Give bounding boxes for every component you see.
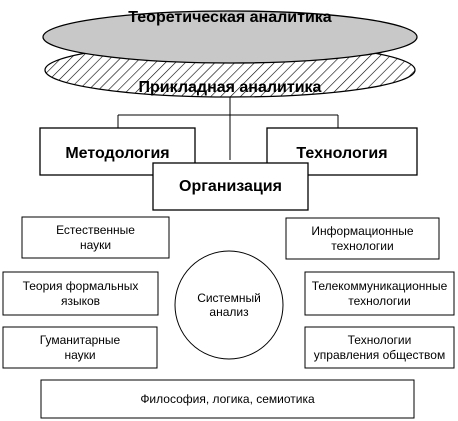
- formal-languages-line-2: языков: [60, 293, 101, 308]
- information-technologies-box: [285, 217, 440, 260]
- formal-languages-box: [2, 271, 159, 316]
- society-management-technologies-box: [304, 326, 455, 369]
- society-management-technologies-label: Технологии управления обществом: [305, 327, 454, 368]
- natural-sciences-line-1: Естественные: [56, 223, 135, 238]
- information-technologies-label: Информационные технологии: [286, 218, 439, 259]
- philosophy-logic-semiotics-label: Философия, логика, семиотика: [140, 391, 315, 406]
- system-analysis-circle: [174, 250, 284, 360]
- telecom-technologies-line-1: Телекоммуникационные: [311, 279, 448, 294]
- formal-languages-line-1: Теория формальных: [22, 279, 139, 294]
- telecom-technologies-box: [304, 271, 455, 316]
- organization-box: [152, 162, 309, 211]
- information-technologies-line-2: технологии: [331, 238, 394, 253]
- connector-lines: [117, 97, 339, 160]
- telecom-technologies-line-2: технологии: [348, 293, 411, 308]
- natural-sciences-box: [21, 216, 170, 259]
- theory-analytics-label: Теоретическая аналитика: [128, 9, 332, 26]
- society-management-technologies-line-2: управления обществом: [313, 347, 446, 362]
- organization-label: Организация: [179, 178, 282, 195]
- system-analysis-line-2: анализ: [209, 305, 249, 319]
- humanities-line-1: Гуманитарные: [39, 333, 121, 348]
- natural-sciences-label: Естественные науки: [22, 217, 169, 258]
- applied-analytics-label: Прикладная аналитика: [138, 79, 322, 96]
- society-management-technologies-line-1: Технологии: [347, 333, 412, 348]
- philosophy-logic-semiotics-box: [40, 379, 415, 419]
- information-technologies-line-1: Информационные: [311, 224, 414, 239]
- humanities-label: Гуманитарные науки: [3, 327, 157, 368]
- formal-languages-label: Теория формальных языков: [3, 272, 158, 315]
- humanities-box: [2, 326, 158, 369]
- natural-sciences-line-2: науки: [79, 237, 112, 252]
- telecom-technologies-label: Телекоммуникационные технологии: [305, 272, 454, 315]
- methodology-label: Методология: [65, 145, 170, 162]
- technology-label: Технология: [296, 145, 388, 162]
- system-analysis-label: Системный анализ: [175, 251, 283, 359]
- theory-analytics-ellipse: [42, 10, 418, 64]
- system-analysis-line-1: Системный: [197, 290, 261, 305]
- humanities-line-2: науки: [64, 347, 96, 362]
